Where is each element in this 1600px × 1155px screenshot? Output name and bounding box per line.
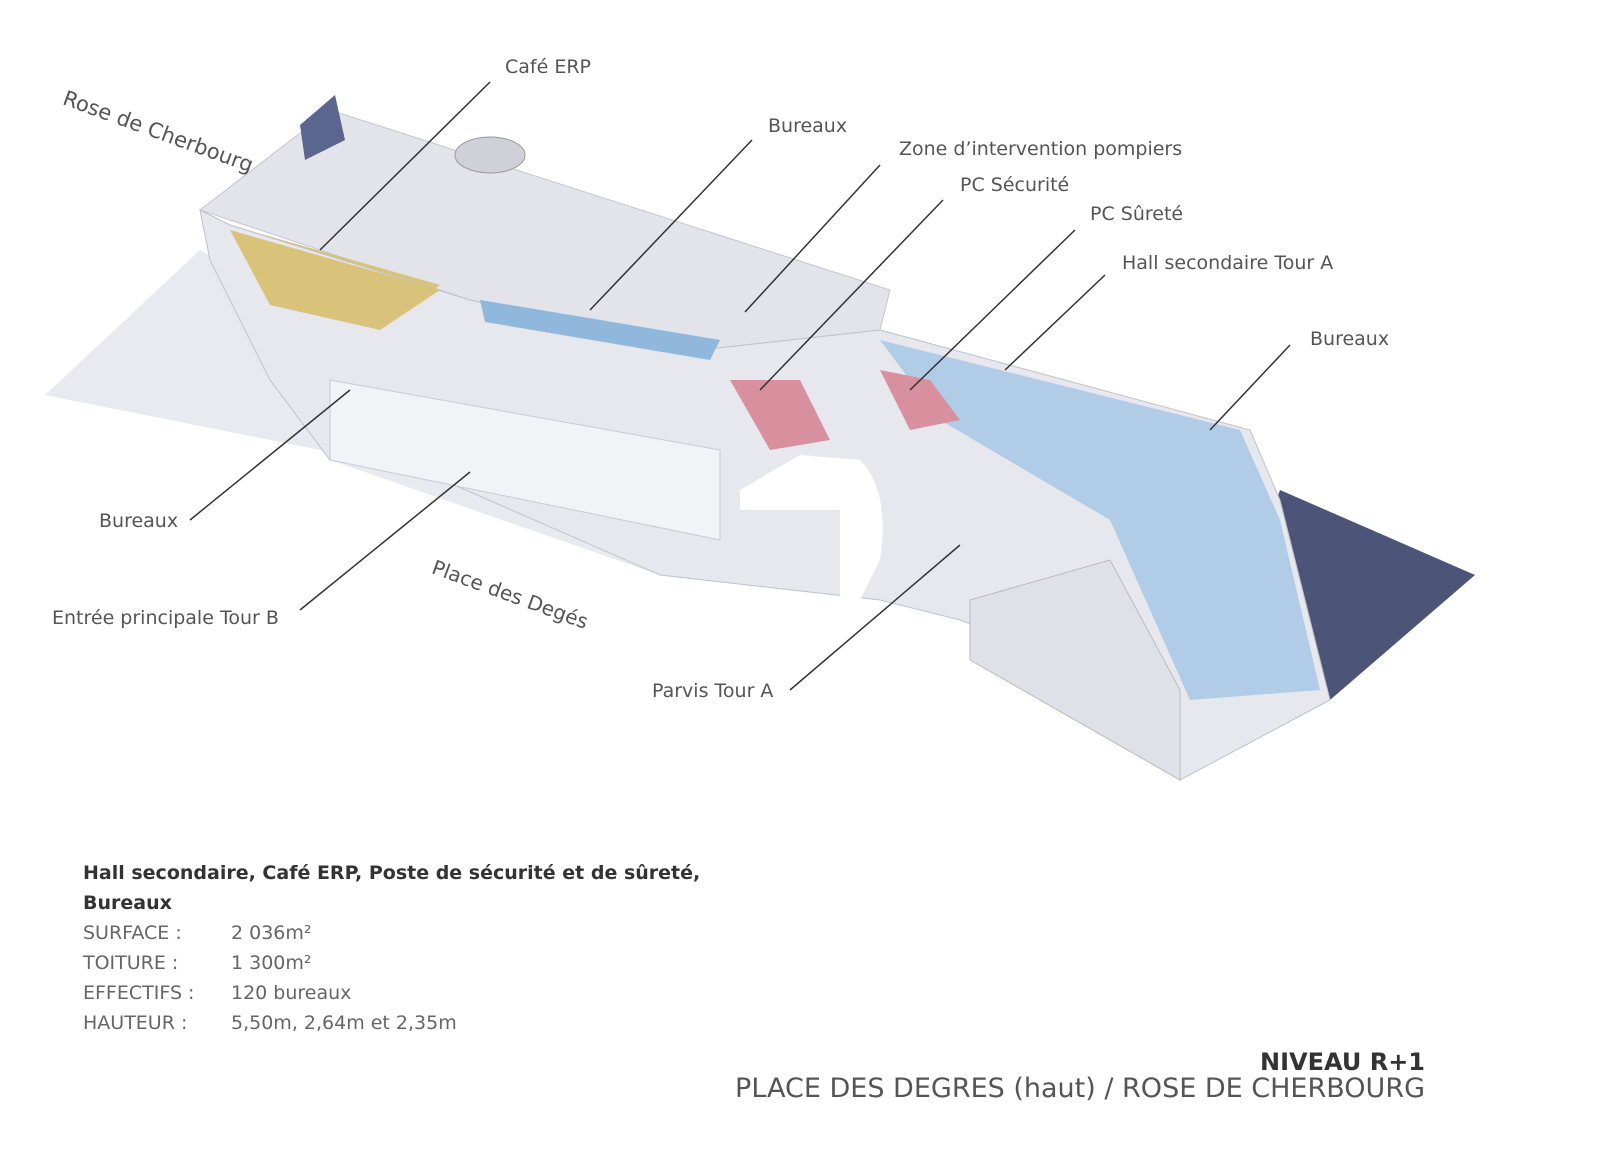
security-overlay <box>730 380 830 450</box>
info-row-hauteur: HAUTEUR : 5,50m, 2,64m et 2,35m <box>83 1008 700 1038</box>
info-key: SURFACE : <box>83 922 182 944</box>
info-row-surface: SURFACE : 2 036m² <box>83 918 700 948</box>
info-value: 1 300m² <box>231 952 312 974</box>
info-key: HAUTEUR : <box>83 1012 188 1034</box>
ground-shadow-left <box>45 250 660 575</box>
leader-lines <box>189 81 1291 691</box>
info-value: 120 bureaux <box>231 982 352 1004</box>
label-pc-surete: PC Sûreté <box>1090 203 1184 225</box>
info-panel: Hall secondaire, Café ERP, Poste de sécu… <box>83 858 700 1038</box>
facade-front <box>329 379 721 541</box>
label-zone-pompiers: Zone d’intervention pompiers <box>899 138 1183 160</box>
label-entree-principale: Entrée principale Tour B <box>52 607 279 629</box>
cafe-erp-overlay <box>230 230 440 330</box>
info-value: 5,50m, 2,64m et 2,35m <box>231 1012 457 1034</box>
info-key: TOITURE : <box>83 952 179 974</box>
label-hall-secondaire: Hall secondaire Tour A <box>1122 252 1334 274</box>
label-parvis: Parvis Tour A <box>652 680 774 702</box>
label-cafe-erp: Café ERP <box>505 56 591 78</box>
label-bureaux-left: Bureaux <box>99 510 179 532</box>
surete-overlay <box>880 370 960 430</box>
location-subtitle: PLACE DES DEGRES (haut) / ROSE DE CHERBO… <box>735 1073 1425 1104</box>
label-pc-securite: PC Sécurité <box>960 174 1070 196</box>
level-title: NIVEAU R+1 <box>1260 1048 1425 1076</box>
info-key: EFFECTIFS : <box>83 982 195 1004</box>
white-patch <box>740 455 883 600</box>
label-bureaux-top: Bureaux <box>768 115 848 137</box>
info-row-toiture: TOITURE : 1 300m² <box>83 948 700 978</box>
info-title-2: Bureaux <box>83 892 172 914</box>
label-bureaux-right: Bureaux <box>1310 328 1390 350</box>
rooftop-cylinder <box>454 136 526 174</box>
tower-left-wall <box>300 95 345 160</box>
parvis-block <box>969 559 1181 781</box>
info-value: 2 036m² <box>231 922 312 944</box>
info-title: Hall secondaire, Café ERP, Poste de sécu… <box>83 862 701 884</box>
info-row-effectifs: EFFECTIFS : 120 bureaux <box>83 978 700 1008</box>
offices-top-overlay <box>480 300 720 360</box>
